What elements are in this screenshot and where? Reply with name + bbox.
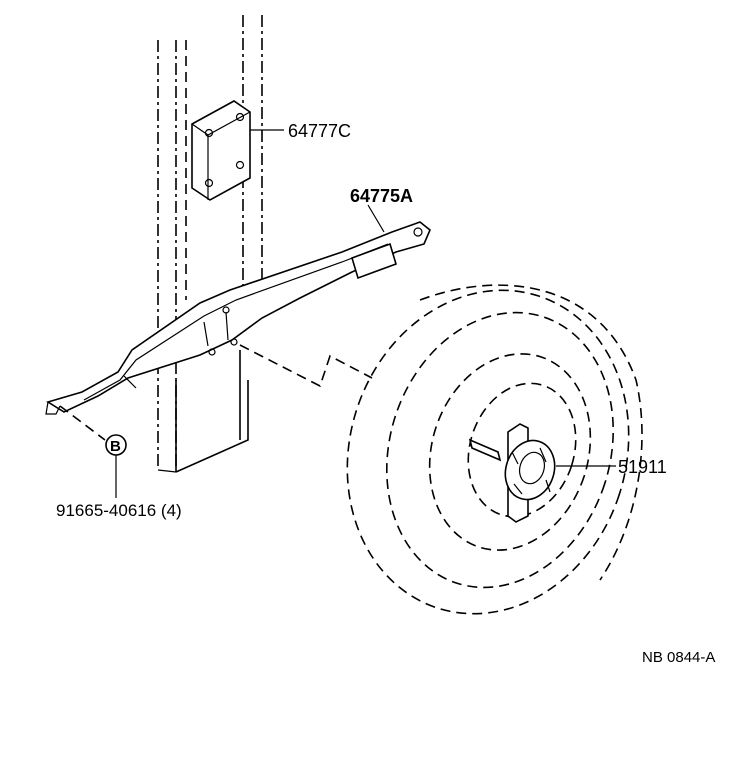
tire-hold-down-51911 xyxy=(468,423,616,523)
label-64775a: 64775A xyxy=(350,186,413,206)
bolt-callout xyxy=(59,405,127,498)
plate-64777c xyxy=(191,100,284,201)
figure-code: NB 0844-A xyxy=(642,649,715,666)
leader-handle-to-tire xyxy=(239,344,373,388)
jack-handle-64775a xyxy=(45,204,431,415)
label-51911: 51911 xyxy=(618,457,667,477)
callout-b-label: B xyxy=(110,438,121,455)
label-91665: 91665-40616 (4) xyxy=(56,501,182,520)
label-64777c: 64777C xyxy=(288,121,351,141)
body-pillar xyxy=(157,15,263,473)
